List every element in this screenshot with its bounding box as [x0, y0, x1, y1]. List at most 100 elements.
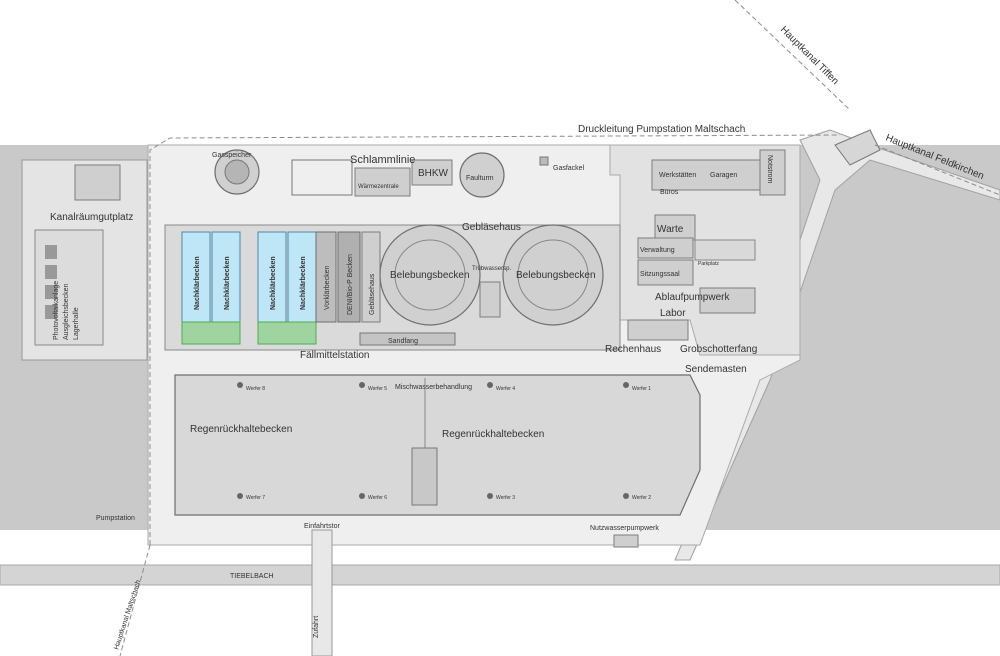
- belebungsbecken-2-ring: [517, 239, 589, 311]
- label-werfer-5: Werfer 5: [368, 386, 387, 392]
- pv-panel: [45, 285, 57, 299]
- label-photovoltaik: Photovoltaikanlage: [53, 281, 60, 340]
- label-nachklaerbecken-1: Nachklärbecken: [194, 256, 201, 310]
- werfer-5-dot: [359, 382, 365, 388]
- label-sendemasten: Sendemasten: [685, 364, 747, 375]
- label-druckleitung: Druckleitung Pumpstation Maltschach: [578, 124, 745, 135]
- label-deni-biop: DENI/Bio-P Becken: [347, 254, 354, 315]
- rechenhaus-building: [627, 319, 689, 341]
- ablaufpumpwerk-building: [699, 287, 756, 314]
- label-gasfackel: Gasfackel: [553, 165, 585, 172]
- label-warte: Warte: [657, 224, 684, 235]
- label-zufahrt: Zufahrt: [313, 616, 320, 638]
- sandfang-channel: [359, 332, 456, 346]
- werfer-3-dot: [487, 493, 493, 499]
- deni-biop-tank: [337, 231, 361, 323]
- label-sitzungssaal: Sitzungssaal: [640, 271, 680, 278]
- parkplatz-area: [694, 239, 756, 261]
- hauptkanal-tiffen-pipe: [734, 0, 851, 111]
- schlammlinie-frame: [291, 159, 353, 196]
- werfer-8-dot: [237, 382, 243, 388]
- zufahrt-road: [311, 529, 333, 656]
- werfer-7-dot: [237, 493, 243, 499]
- label-werfer-2: Werfer 2: [632, 495, 651, 501]
- label-kanalraeumgutplatz: Kanalräumgutplatz: [50, 212, 133, 223]
- label-belebungsbecken-2: Belebungsbecken: [516, 270, 596, 281]
- label-hauptkanal-maltschach: Hauptkanal Maltschach: [113, 579, 142, 650]
- regenrueckhaltebecken-basin: [174, 374, 701, 516]
- bhkw-building: [411, 159, 453, 186]
- label-werfer-8: Werfer 8: [246, 386, 265, 392]
- label-einfahrtstor: Einfahrtstor: [304, 523, 340, 530]
- pv-panel: [45, 245, 57, 259]
- nachklaerbecken-3: [257, 231, 287, 323]
- label-parkplatz: Parkplatz: [698, 261, 719, 267]
- label-nachklaerbecken-2: Nachklärbecken: [224, 256, 231, 310]
- label-tiebelbach: TIEBELBACH: [230, 573, 274, 580]
- label-notstrom: Notstrom: [766, 155, 773, 184]
- label-grobschotterfang: Grobschotterfang: [680, 344, 757, 355]
- label-werfer-6: Werfer 6: [368, 495, 387, 501]
- label-vorklaerbecken: Vorklärbecken: [324, 266, 331, 310]
- werfer-4-dot: [487, 382, 493, 388]
- green-strip-right: [257, 321, 317, 345]
- werfer-markers: [237, 382, 629, 499]
- label-bueros: Büros: [660, 189, 679, 196]
- hauptkanal-feldkirchen-pipe: [874, 144, 1000, 196]
- werfer-1-dot: [623, 382, 629, 388]
- label-mischwasserbehandlung: Mischwasserbehandlung: [395, 384, 472, 391]
- werfer-6-dot: [359, 493, 365, 499]
- label-truebwasserspeicher: Trübwassersp.: [472, 266, 511, 272]
- label-nachklaerbecken-3: Nachklärbecken: [270, 256, 277, 310]
- faulturm-tank: [459, 152, 505, 198]
- label-faellmittelstation: Fällmittelstation: [300, 350, 369, 361]
- label-waermezentrale: Wärmezentrale: [358, 184, 399, 190]
- tiebelbach-stream: [0, 564, 1000, 586]
- truebwasserspeicher-building: [479, 281, 501, 318]
- junction-structure: [834, 129, 881, 166]
- verwaltung-building: [637, 237, 694, 259]
- notstrom-building: [759, 149, 786, 196]
- label-werfer-1: Werfer 1: [632, 386, 651, 392]
- waermezentrale-building: [354, 167, 411, 197]
- vorklaerbecken-tank: [315, 231, 337, 323]
- label-pumpstation: Pumpstation: [96, 515, 135, 522]
- label-werkstaetten: Werkstätten: [659, 172, 696, 179]
- belebungsbecken-1-ring: [394, 239, 466, 311]
- werfer-2-dot: [623, 493, 629, 499]
- warte-building: [654, 214, 696, 241]
- label-ablaufpumpwerk: Ablaufpumpwerk: [655, 292, 730, 303]
- label-lagerhalle: Lagerhalle: [73, 307, 80, 340]
- label-werfer-4: Werfer 4: [496, 386, 515, 392]
- nutzwasserpumpwerk-building: [613, 534, 639, 548]
- label-regenrueckhaltebecken-2: Regenrückhaltebecken: [442, 429, 544, 440]
- label-schlammlinie: Schlammlinie: [350, 154, 415, 166]
- label-belebungsbecken-1: Belebungsbecken: [390, 270, 470, 281]
- label-bhkw: BHKW: [418, 168, 449, 179]
- label-gasspeicher: Gasspeicher: [212, 152, 252, 159]
- sitzungssaal-building: [637, 259, 694, 286]
- label-sandfang: Sandfang: [388, 338, 418, 345]
- label-werfer-7: Werfer 7: [246, 495, 265, 501]
- druckleitung-pipe: [149, 134, 841, 545]
- label-labor: Labor: [660, 308, 686, 319]
- label-geblaesehaus-left: Gebläsehaus: [369, 273, 376, 315]
- label-verwaltung: Verwaltung: [640, 247, 675, 254]
- gasfackel-marker: [539, 156, 549, 166]
- label-nutzwasserpumpwerk: Nutzwasserpumpwerk: [590, 525, 659, 532]
- label-regenrueckhaltebecken-1: Regenrückhaltebecken: [190, 424, 292, 435]
- kanalraeumgut-building: [74, 164, 121, 201]
- nachklaerbecken-4: [287, 231, 317, 323]
- hauptkanal-maltschach-pipe: [119, 544, 151, 656]
- werkstaetten-building: [651, 159, 761, 191]
- label-geblaesehaus: Gebläsehaus: [462, 222, 521, 233]
- green-strip-left: [181, 321, 241, 345]
- label-werfer-3: Werfer 3: [496, 495, 515, 501]
- pv-panel: [45, 265, 57, 279]
- label-nachklaerbecken-4: Nachklärbecken: [300, 256, 307, 310]
- label-hauptkanal-tiffen: Hauptkanal Tiffen: [778, 24, 841, 87]
- label-faulturm: Faulturm: [466, 175, 494, 182]
- pv-panel: [45, 305, 57, 319]
